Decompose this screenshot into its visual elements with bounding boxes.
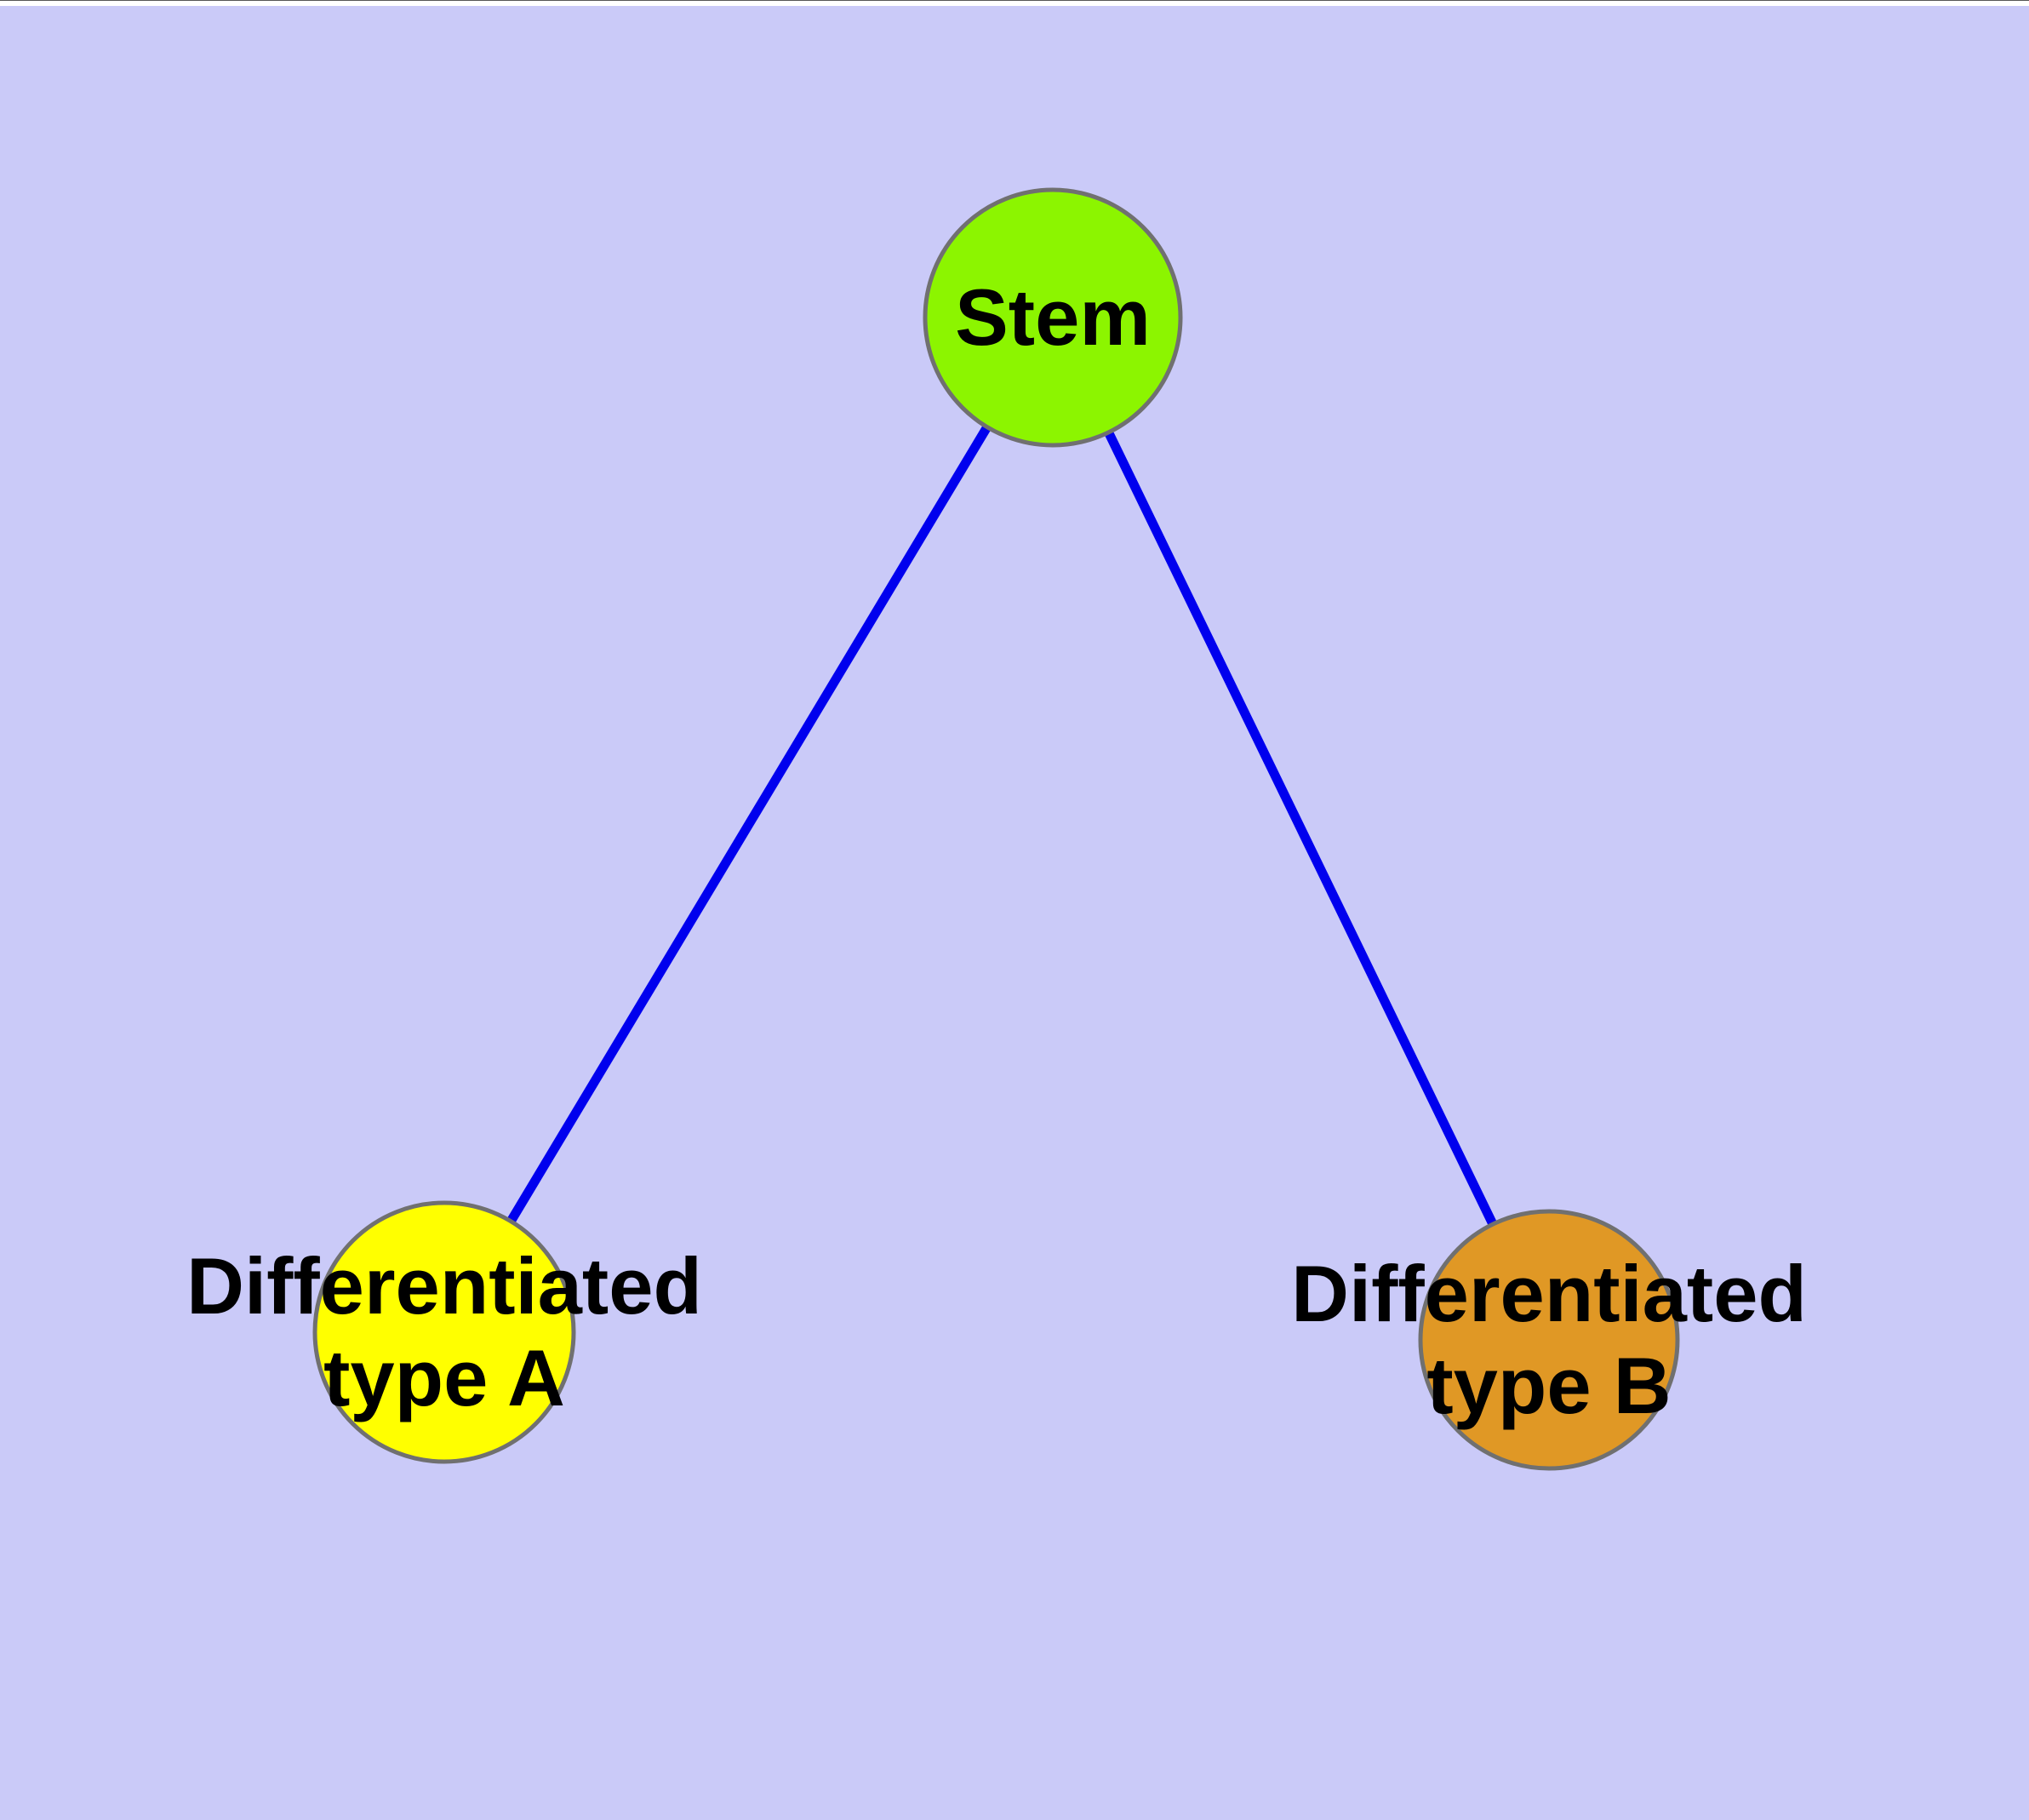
node-differentiated-type-a-circle bbox=[312, 1200, 576, 1464]
node-differentiated-type-b-circle bbox=[1418, 1209, 1680, 1471]
edge-stem-to-type-b bbox=[1049, 315, 1553, 1342]
node-stem-label: Stem bbox=[955, 272, 1151, 362]
edge-stem-to-type-a bbox=[440, 315, 1057, 1335]
window-edge-strip bbox=[0, 0, 2029, 6]
node-differentiated-type-b-label: Differentiated type B bbox=[1291, 1249, 1807, 1430]
node-differentiated-type-a-label: Differentiated type A bbox=[186, 1241, 702, 1422]
node-stem-circle bbox=[923, 187, 1183, 448]
